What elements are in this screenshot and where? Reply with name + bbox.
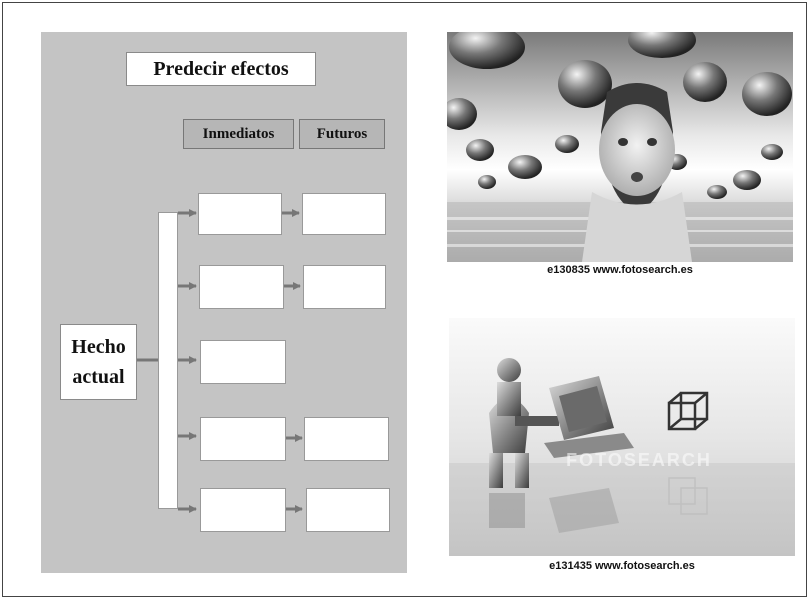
photo-watermark: FOTOSEARCH	[566, 450, 712, 470]
effect-immediate-5	[200, 488, 286, 532]
effect-future-1	[302, 193, 386, 235]
source-fact-line-2: actual	[72, 366, 125, 388]
effect-future-2	[303, 265, 386, 309]
effect-immediate-2	[199, 265, 284, 309]
diagram-title: Predecir efectos	[126, 52, 316, 86]
stock-photo-robot-computer: FOTOSEARCH	[449, 318, 795, 556]
source-fact-box: Hecho actual	[60, 324, 137, 400]
effect-future-4	[304, 417, 389, 461]
effect-immediate-4	[200, 417, 286, 461]
column-header-immediate: Inmediatos	[183, 119, 294, 149]
source-fact-line-1: Hecho	[71, 336, 126, 358]
branch-bar	[158, 212, 178, 509]
photo-caption-2: e131435 www.fotosearch.es	[549, 560, 695, 572]
column-header-future: Futuros	[299, 119, 385, 149]
effect-immediate-3	[200, 340, 286, 384]
effect-future-5	[306, 488, 390, 532]
stock-photo-boy-spheres	[447, 32, 793, 262]
photo-caption-1: e130835 www.fotosearch.es	[547, 264, 693, 276]
effect-immediate-1	[198, 193, 282, 235]
